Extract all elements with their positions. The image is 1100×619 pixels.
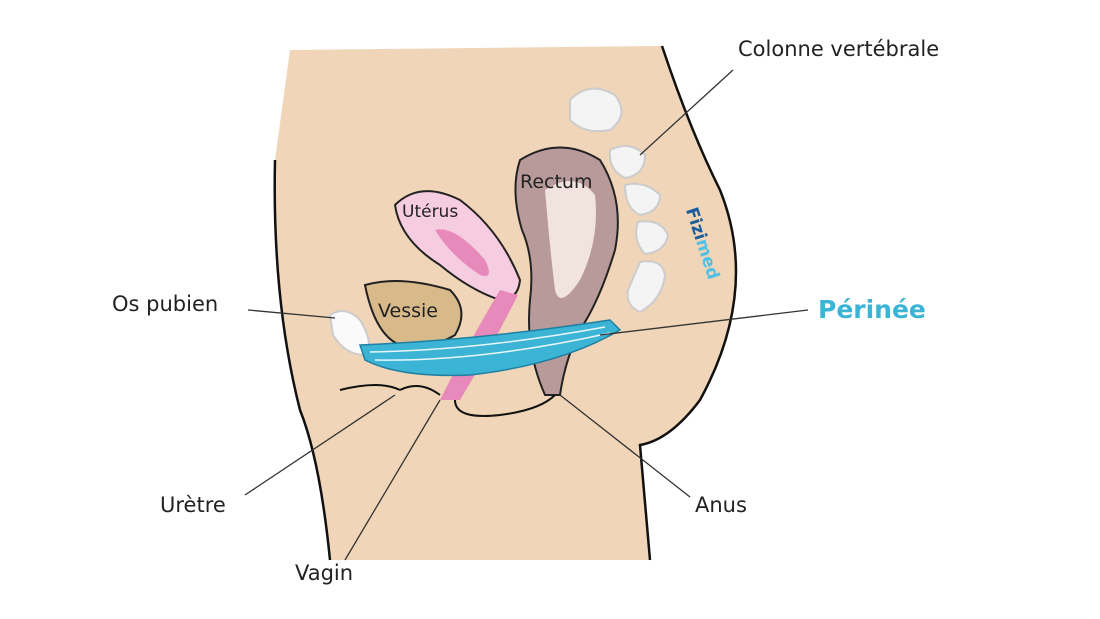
spine-vertebrae [569,87,670,314]
perineum-fibers [369,326,611,361]
perineum-muscle [358,319,622,377]
label-uterus: Utérus [402,202,459,222]
label-pubic-bone: Os pubien [112,292,219,316]
label-anus: Anus [695,493,747,517]
lower-outlines [339,384,556,417]
label-vagina: Vagin [295,561,354,585]
uterus-cavity [435,229,489,276]
label-urethra: Urètre [160,493,226,517]
label-bladder: Vessie [378,300,438,322]
label-spine: Colonne vertébrale [738,37,940,61]
front-outline [273,159,332,561]
label-perineum: Périnée [818,295,926,324]
back-outline [638,45,738,561]
rectum-interior [545,181,596,298]
label-rectum: Rectum [520,171,593,193]
pubic-bone-shape [328,310,370,357]
bladder-shape [363,280,463,348]
leader-lines [244,69,809,561]
